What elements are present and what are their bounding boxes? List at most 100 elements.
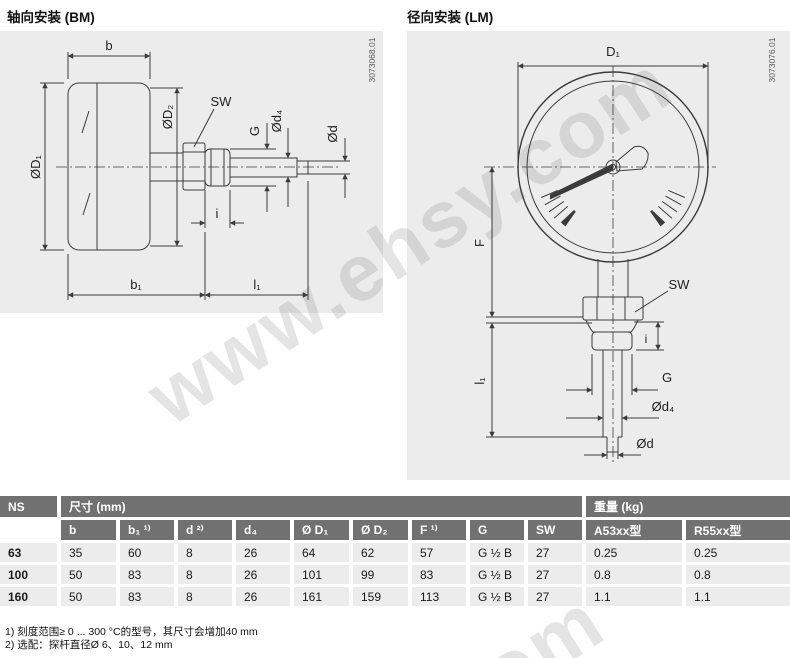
dim-l1-radial: l₁ [472, 322, 603, 438]
table-cell: 27 [528, 543, 582, 562]
axial-mount-title: 轴向安装 (BM) [7, 10, 95, 25]
col-header-b1: b₁ ¹⁾ [120, 520, 174, 540]
table-cell: 8 [178, 565, 232, 584]
stem-and-probe [149, 142, 309, 191]
dim-phid: Ød [308, 125, 350, 198]
callout-sw: SW [193, 94, 233, 148]
col-header-SW: SW [528, 520, 582, 540]
dim-phid4-radial: Ød₄ [566, 398, 674, 424]
dim-label-phid-radial: Ød [636, 436, 653, 451]
dimension-table: NS 尺寸 (mm) 重量 (kg) b b₁ ¹⁾ d ²⁾ d₄ Ø D₁ … [0, 496, 790, 606]
table-cell: 160 [0, 587, 57, 606]
dim-i: i [191, 190, 244, 228]
dim-label-sw: SW [211, 94, 233, 109]
dim-label-l1-radial: l₁ [472, 377, 487, 385]
axial-mount-drawing: b ØD₁ ØD₂ SW G [28, 38, 350, 300]
axial-drawing-panel [0, 31, 383, 313]
dim-phid4: Ød₄ [269, 110, 291, 207]
gauge-needle [550, 163, 613, 200]
table-cell: 8 [178, 587, 232, 606]
dim-phiD1: ØD₁ [28, 82, 64, 251]
col-header-R55xx: R55xx型 [686, 520, 790, 540]
scale-end-mark-left [560, 210, 576, 227]
dim-label-sw-radial: SW [669, 277, 691, 292]
table-cell: 0.8 [586, 565, 682, 584]
table-group-weight: 重量 (kg) [586, 496, 790, 517]
col-header-G: G [470, 520, 524, 540]
scale-end-mark-right [650, 210, 666, 227]
dim-label-b: b [105, 38, 112, 53]
dim-label-F: F [472, 239, 487, 247]
table-cell: 57 [412, 543, 466, 562]
table-cell: 26 [236, 565, 290, 584]
dim-g: G [230, 123, 276, 212]
table-cell: 26 [236, 543, 290, 562]
dim-phiD2: ØD₂ [150, 87, 183, 247]
table-cell: 27 [528, 587, 582, 606]
table-cell: 35 [61, 543, 116, 562]
col-header-D1: Ø D₁ [294, 520, 349, 540]
table-cell: G ½ B [470, 543, 524, 562]
table-cell: 60 [120, 543, 174, 562]
col-header-d: d ²⁾ [178, 520, 232, 540]
dim-label-i: i [216, 206, 219, 221]
table-cell: 26 [236, 587, 290, 606]
dim-label-g: G [247, 126, 262, 136]
table-cell: 99 [353, 565, 408, 584]
table-header-ns: NS [0, 496, 57, 517]
col-header-D2: Ø D₂ [353, 520, 408, 540]
table-cell: 27 [528, 565, 582, 584]
table-cell: 50 [61, 565, 116, 584]
dim-i-radial: i [634, 321, 664, 351]
thermometer-case [67, 82, 151, 251]
callout-sw-radial: SW [634, 277, 691, 313]
needle-hub [605, 159, 621, 175]
table-cell: 0.8 [686, 565, 790, 584]
dim-D1: D₁ [517, 44, 709, 167]
col-header-b: b [61, 520, 116, 540]
table-cell: 83 [120, 565, 174, 584]
dim-label-phiD2: ØD₂ [160, 105, 175, 130]
table-cell: 1.1 [686, 587, 790, 606]
table-cell: G ½ B [470, 587, 524, 606]
dim-label-phiD1: ØD₁ [28, 154, 43, 179]
table-cell: 1.1 [586, 587, 682, 606]
table-cell: 159 [353, 587, 408, 606]
table-cell: 100 [0, 565, 57, 584]
table-cell: 161 [294, 587, 349, 606]
table-cell: 113 [412, 587, 466, 606]
radial-mount-title: 径向安装 (LM) [407, 10, 494, 25]
table-cell: 62 [353, 543, 408, 562]
dim-phid-radial: Ød [584, 436, 654, 459]
dim-label-l1: l₁ [253, 277, 261, 292]
dim-label-i-radial: i [645, 332, 648, 346]
dim-b: b [67, 38, 151, 79]
dim-label-phid4-radial: Ød₄ [652, 399, 675, 414]
footnotes: 1) 刻度范围≥ 0 ... 300 °C的型号，其尺寸会增加40 mm 2) … [5, 626, 258, 652]
table-cell: 50 [61, 587, 116, 606]
table-cell: 8 [178, 543, 232, 562]
dim-F: F [472, 166, 583, 318]
table-group-dimensions: 尺寸 (mm) [61, 496, 582, 517]
footnote-2: 2) 选配：探杆直径Ø 6、10、12 mm [5, 639, 173, 651]
dim-g-radial: G [566, 354, 672, 395]
table-cell: 64 [294, 543, 349, 562]
table-cell: 101 [294, 565, 349, 584]
dim-label-phid4: Ød₄ [269, 110, 284, 133]
dim-label-b1: b₁ [130, 277, 142, 292]
dim-label-D1: D₁ [606, 44, 620, 59]
table-cell: 83 [120, 587, 174, 606]
dim-b1-l1: b₁ l₁ [67, 181, 309, 300]
table-cell: 83 [412, 565, 466, 584]
radial-drawing-panel [407, 31, 790, 480]
footnote-1: 1) 刻度范围≥ 0 ... 300 °C的型号，其尺寸会增加40 mm [5, 626, 258, 638]
needle-counterweight [615, 145, 649, 172]
table-cell: G ½ B [470, 565, 524, 584]
col-header-A53xx: A53xx型 [586, 520, 682, 540]
dim-label-g-radial: G [662, 370, 672, 385]
table-cell: 0.25 [686, 543, 790, 562]
table-cell: 63 [0, 543, 57, 562]
col-header-d4: d₄ [236, 520, 290, 540]
radial-mount-drawing: D₁ SW i [472, 44, 716, 462]
